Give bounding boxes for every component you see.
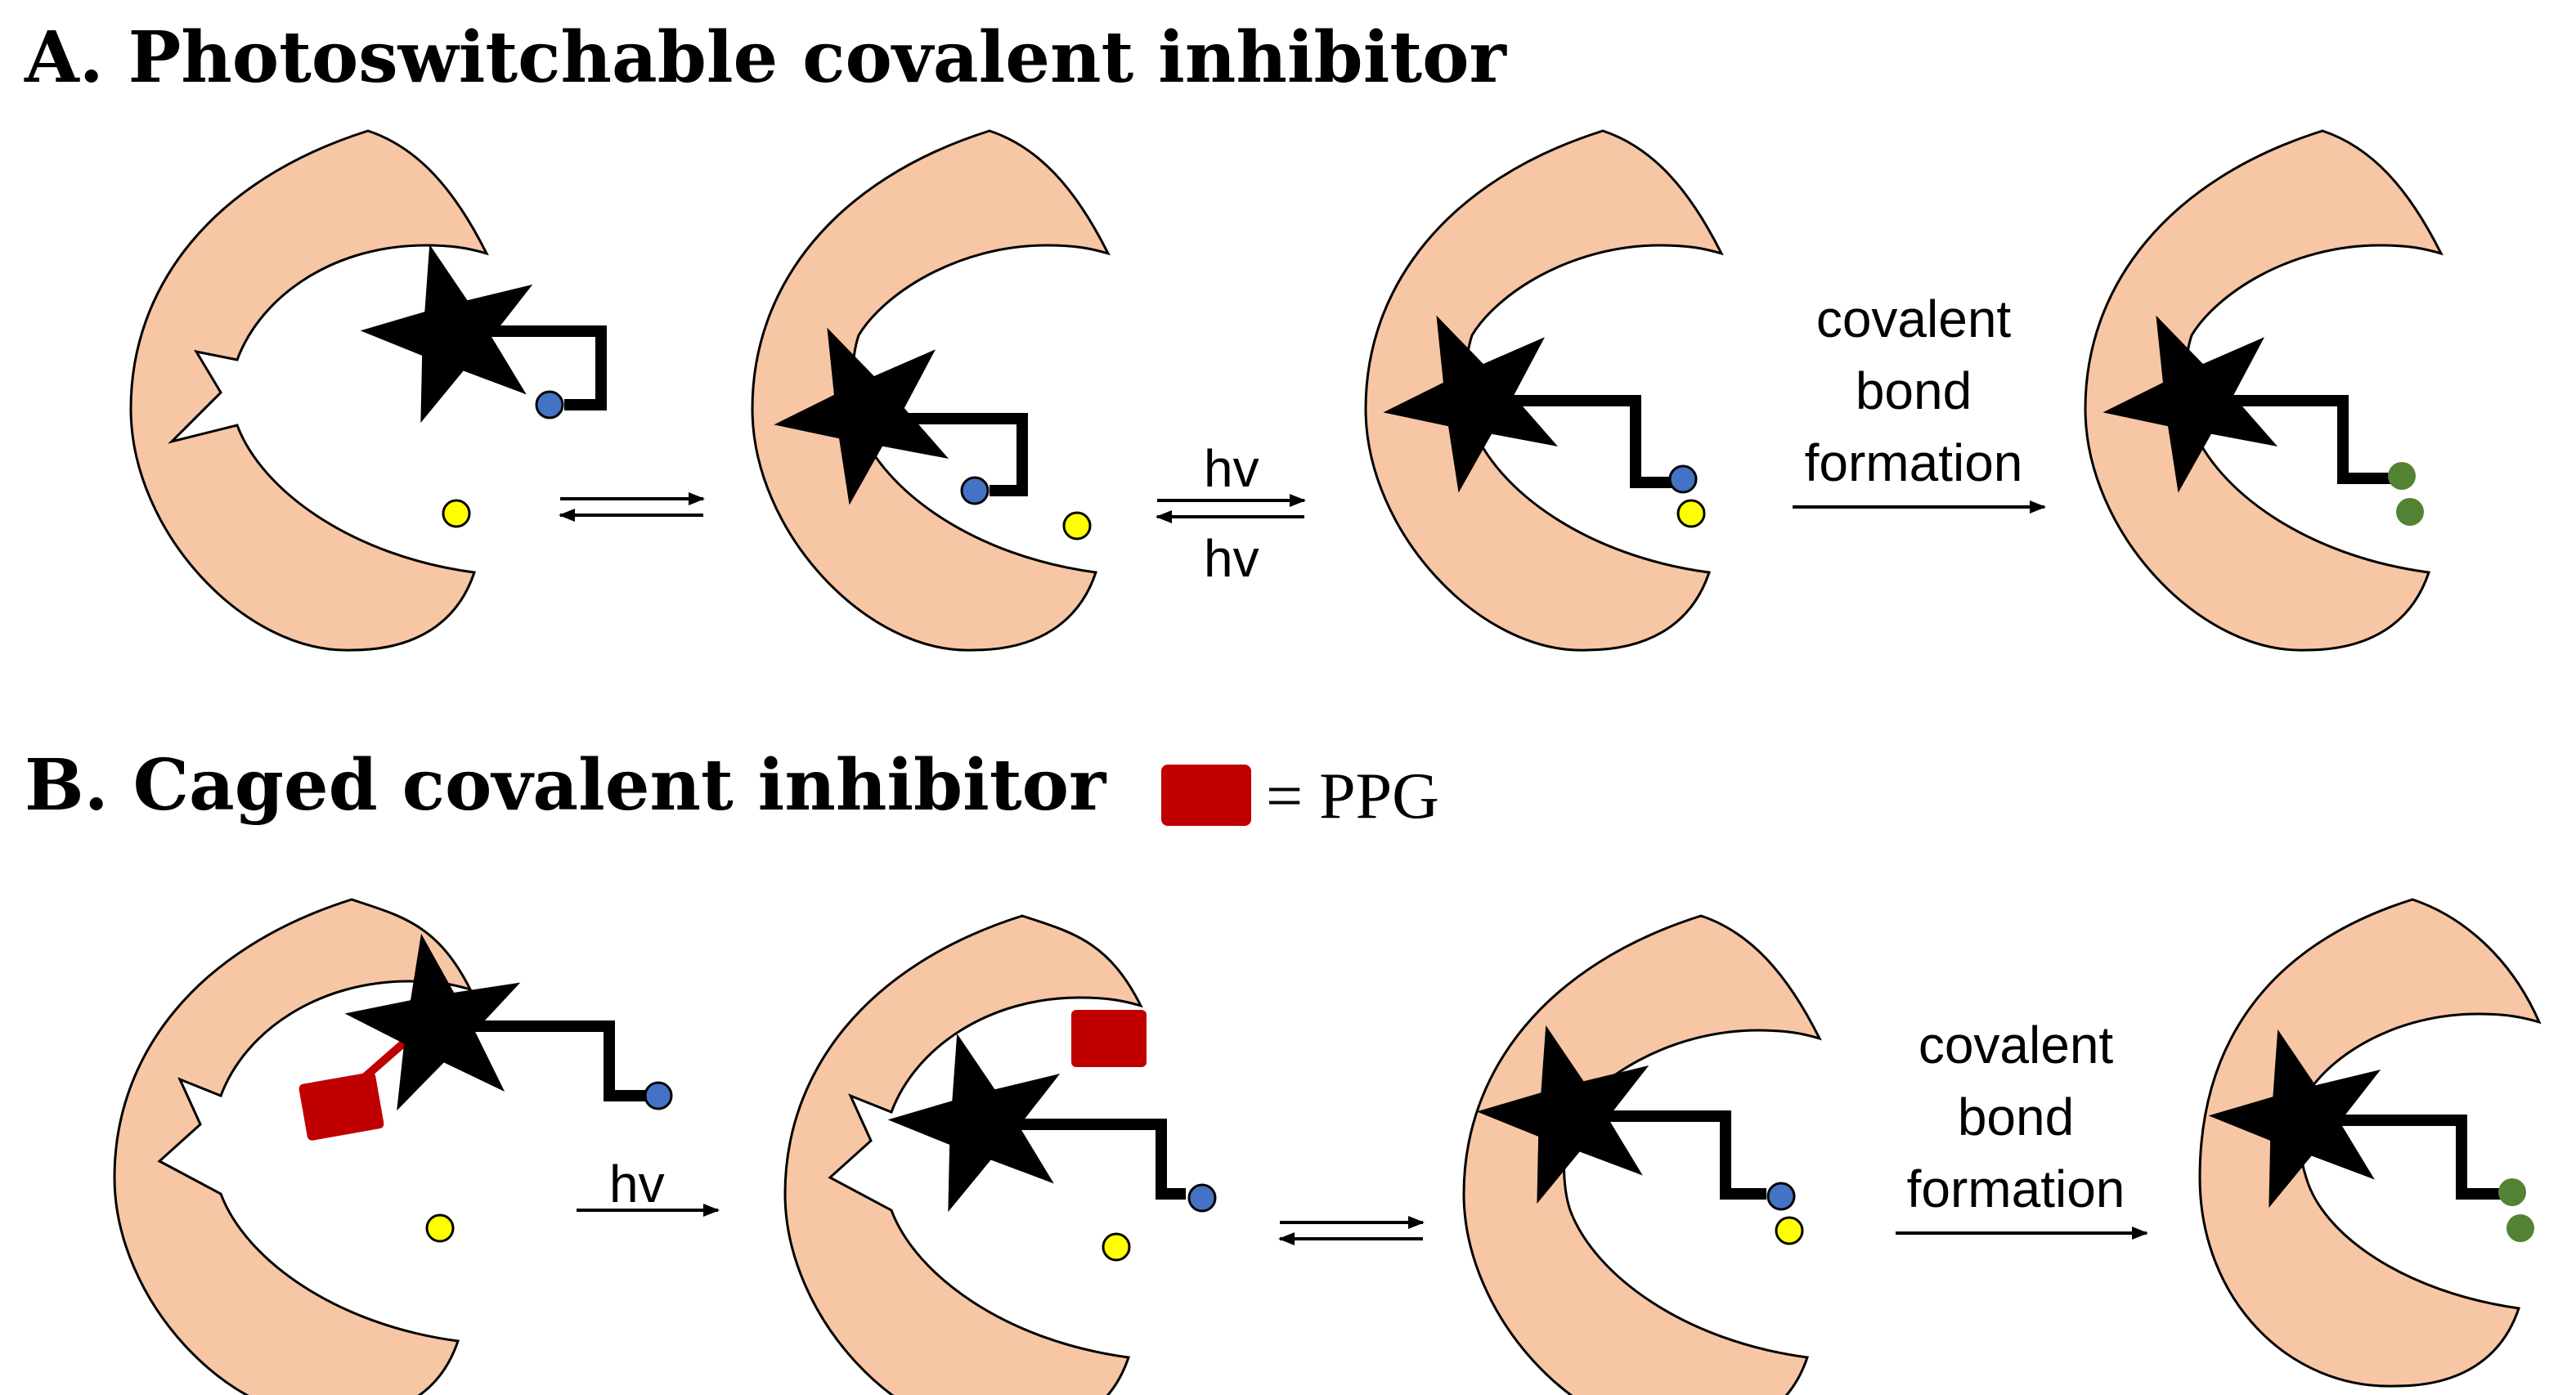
protein-b4 (2198, 898, 2542, 1388)
uncaging-arrow-label: hv (609, 1155, 665, 1213)
ppg-cage-icon (298, 1072, 384, 1141)
nucleophile-icon (442, 499, 471, 528)
warhead-icon (535, 390, 564, 419)
crescent-protein-icon (1462, 914, 1822, 1395)
ligand-a2 (746, 289, 1028, 520)
warhead-icon (644, 1081, 673, 1110)
nucleophile-icon (1775, 1216, 1804, 1245)
crescent-protein-icon (2084, 129, 2444, 652)
protein-b2 (783, 914, 1143, 1395)
ligand-a1 (343, 221, 607, 433)
uncaging-arrow: hv (577, 1155, 720, 1217)
protein-a3 (1364, 129, 1724, 652)
ligand-b1 (298, 917, 673, 1141)
warhead-icon (1668, 464, 1698, 494)
ligand-b4 (2191, 1006, 2534, 1242)
ppg-cage-icon (1161, 765, 1251, 826)
arrow-top-label: hv (1204, 439, 1259, 498)
nucleophile-icon (1102, 1232, 1131, 1262)
panel-b-title: B. Caged covalent inhibitor (25, 744, 1107, 827)
equilibrium-arrow-b (1278, 1216, 1425, 1245)
protein-b3 (1462, 914, 1822, 1395)
ppg-cage-icon (1071, 1010, 1147, 1067)
bond-label-line1: covalent (1816, 289, 2012, 348)
equilibrium-arrow-a1 (559, 492, 705, 522)
crescent-protein-icon (2198, 898, 2542, 1388)
bond-formation-arrow-a: covalent bond formation (1793, 289, 2046, 514)
adduct-icon (2506, 1214, 2534, 1242)
adduct-icon (2396, 498, 2424, 526)
nucleophile-icon (1062, 511, 1092, 541)
protein-a1 (129, 129, 489, 652)
crescent-protein-icon (1364, 129, 1724, 652)
crescent-protein-icon (783, 914, 1143, 1395)
protein-a2 (751, 129, 1111, 652)
warhead-icon (1766, 1182, 1796, 1211)
panel-a-title: A. Photoswitchable covalent inhibitor (24, 16, 1507, 99)
bond-label-line3: formation (1805, 433, 2023, 492)
nucleophile-icon (1676, 499, 1706, 528)
bond-formation-arrow-b: covalent bond formation (1896, 1016, 2148, 1240)
ligand-b2 (870, 1010, 1217, 1222)
ligand-b3 (1459, 1002, 1796, 1213)
ppg-legend-text: = PPG (1266, 760, 1439, 832)
warhead-icon (1187, 1183, 1217, 1213)
crescent-protein-icon (129, 129, 489, 652)
ligand-a4 (2075, 277, 2424, 526)
warhead-icon (960, 476, 990, 505)
bond-label-line2: bond (1958, 1088, 2074, 1146)
adduct-icon (2498, 1178, 2526, 1206)
ligand-a3 (1355, 277, 1698, 508)
bond-label-line2: bond (1856, 361, 1972, 420)
adduct-icon (2388, 462, 2416, 490)
bond-label-line3: formation (1907, 1160, 2125, 1218)
protein-a4 (2084, 129, 2444, 652)
crescent-protein-icon (751, 129, 1111, 652)
photoswitch-arrow: hv hv (1156, 439, 1306, 588)
bond-label-line1: covalent (1919, 1016, 2114, 1074)
nucleophile-icon (425, 1213, 455, 1243)
arrow-bottom-label: hv (1204, 529, 1259, 588)
